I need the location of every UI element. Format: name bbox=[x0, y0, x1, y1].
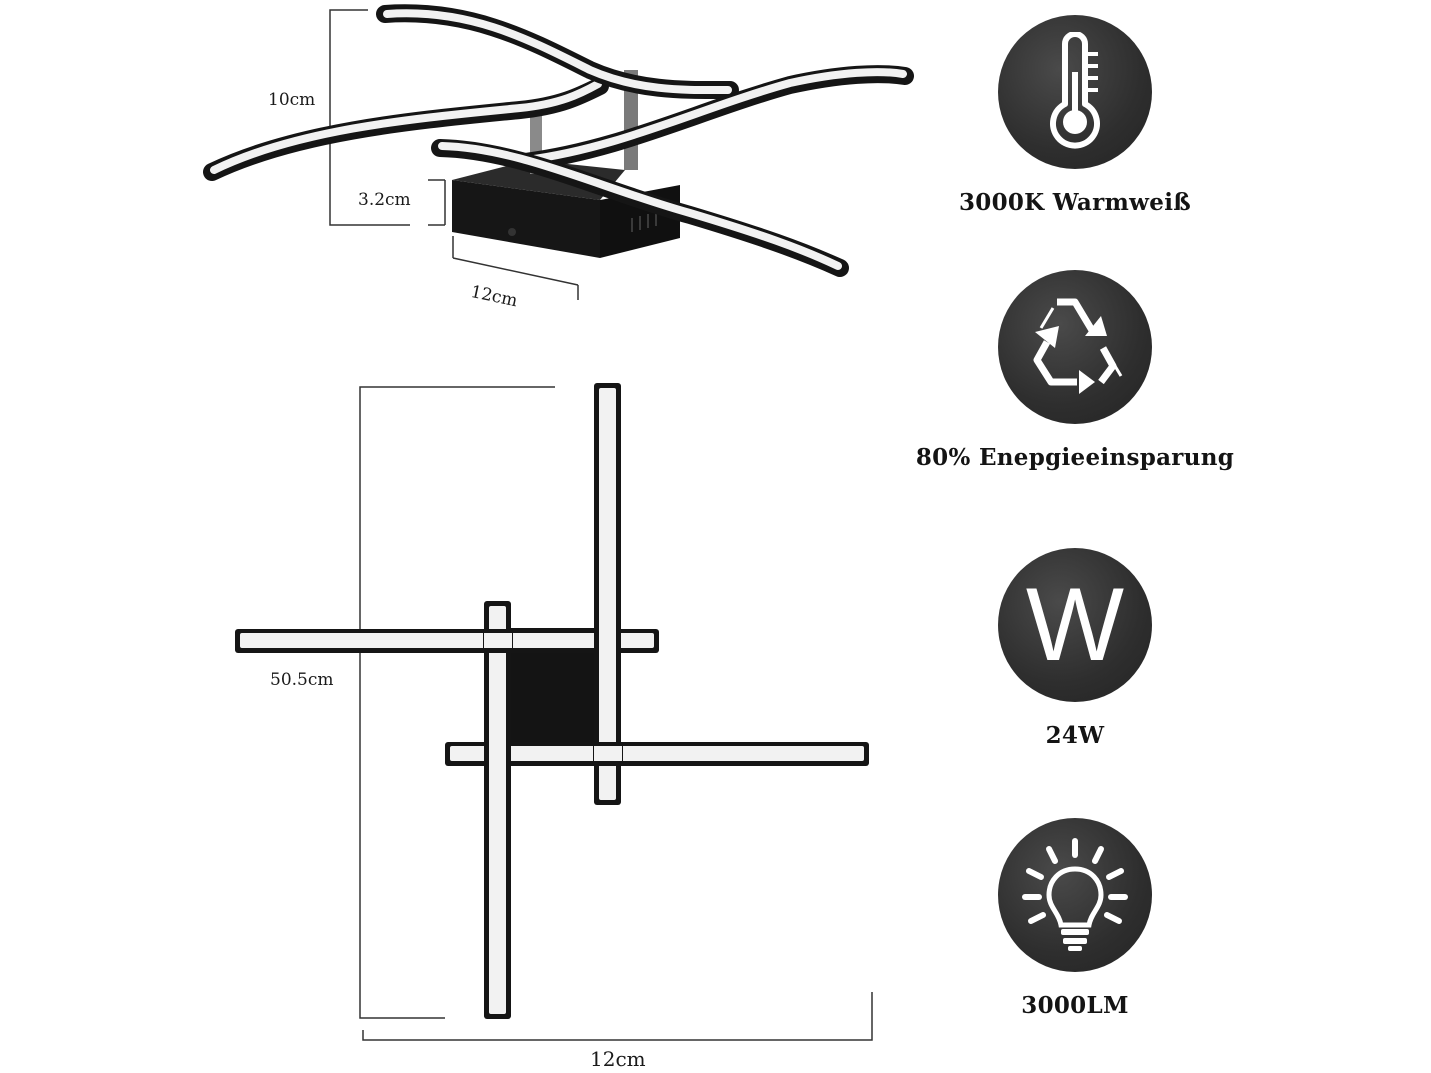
feature-badge: W bbox=[998, 548, 1152, 702]
side-arms bbox=[203, 4, 914, 277]
dim-label-base-height: 3.2cm bbox=[358, 190, 411, 210]
feature-badge bbox=[998, 270, 1152, 424]
dim-label-total-height: 10cm bbox=[268, 90, 316, 110]
feature-power: W 24W bbox=[940, 548, 1210, 749]
dim-label-front-height: 50.5cm bbox=[270, 670, 334, 690]
front-dimension-lines bbox=[359, 386, 873, 1041]
feature-label: 3000K Warmweiß bbox=[958, 189, 1192, 216]
feature-badge bbox=[998, 15, 1152, 169]
feature-label: 3000LM bbox=[1021, 992, 1129, 1019]
recycle-icon bbox=[1033, 298, 1123, 394]
feature-color-temperature: 3000K Warmweiß bbox=[940, 15, 1210, 216]
feature-badge bbox=[998, 818, 1152, 972]
feature-luminous-flux: 3000LM bbox=[940, 818, 1210, 1019]
feature-energy-saving: 80% Enepgieeinsparung bbox=[916, 270, 1234, 471]
watt-icon: W bbox=[1025, 567, 1125, 683]
feature-label: 80% Enepgieeinsparung bbox=[915, 444, 1235, 471]
thermometer-icon bbox=[1050, 32, 1100, 149]
feature-label: 24W bbox=[1045, 722, 1105, 749]
dim-label-front-width: 12cm bbox=[590, 1047, 646, 1071]
light-bulb-icon bbox=[1022, 838, 1128, 951]
side-base bbox=[452, 160, 680, 258]
front-arms bbox=[235, 383, 869, 1019]
side-dimension-lines bbox=[329, 9, 579, 300]
